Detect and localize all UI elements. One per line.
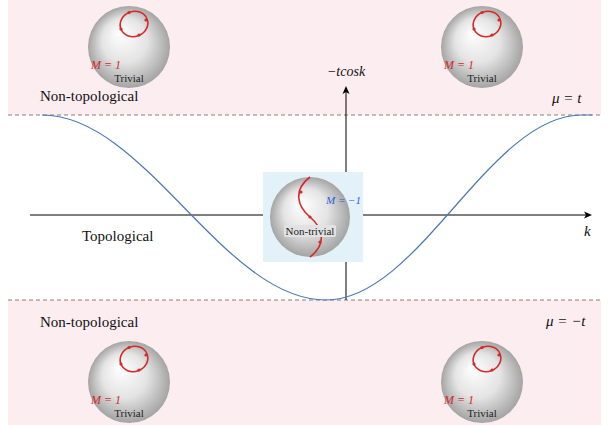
sphere-node: M = 1Trivial [440,5,524,89]
bloch-sphere [441,341,523,423]
path-dot [299,190,302,193]
loop-dot [144,18,147,21]
winding-path [299,177,322,257]
region-band: Non-topologicalM = 1TrivialM = 1Trivial [8,0,601,114]
region-label: Non-topological [40,88,138,105]
bloch-sphere [88,6,170,88]
path-dot [318,240,321,243]
math-label: μ = −t [546,313,585,330]
bloch-sphere [270,177,350,257]
region-label: Trivial [467,407,497,419]
region-label: Trivial [114,72,144,84]
loop-dot [127,11,130,14]
sphere-node: M = 1Trivial [87,5,171,89]
band-fill [8,0,601,115]
loop-dot [480,11,483,14]
loop-dot [497,18,500,21]
loop-dot [144,353,147,356]
winding-number: M = 1 [444,394,474,407]
region-label: Non-trivial [284,225,337,237]
loop-dot [480,346,483,349]
loop-dot [497,353,500,356]
arrow-head [584,212,592,219]
winding-number: M = −1 [326,194,361,206]
loop-dot [119,362,122,365]
bloch-sphere [88,341,170,423]
loop-dot [490,33,493,36]
loop-dot [137,368,140,371]
loop-dot [472,362,475,365]
arrow-head [343,86,350,94]
path-dot [308,215,311,218]
loop-dot [137,33,140,36]
band-fill [8,300,601,425]
closed-loop [470,342,505,375]
region-label: Non-topological [40,314,138,331]
math-label: k [584,223,591,240]
winding-number: M = 1 [91,394,121,407]
loop-dot [119,27,122,30]
region-label: Trivial [114,407,144,419]
dispersion-curve [42,115,592,300]
sphere-figure [263,172,363,262]
dashed-line [8,300,601,301]
math-label: −tcosk [327,64,365,79]
closed-loop [117,7,152,40]
loop-dot [490,368,493,371]
closed-loop [470,7,505,40]
winding-number: M = 1 [91,59,121,72]
closed-loop [117,342,152,375]
bloch-sphere [441,6,523,88]
region-label: Topological [82,228,153,245]
sphere-node: M = 1Trivial [87,340,171,424]
region-band: Non-topologicalM = 1TrivialM = 1Trivial [8,301,601,425]
winding-number: M = 1 [444,59,474,72]
sphere-node: M = −1 Non-trivial [263,172,363,262]
region-label: Trivial [467,72,497,84]
loop-dot [472,27,475,30]
sphere-node: M = 1Trivial [440,340,524,424]
math-label: μ = t [552,90,581,107]
dashed-line [8,115,601,116]
loop-dot [127,346,130,349]
